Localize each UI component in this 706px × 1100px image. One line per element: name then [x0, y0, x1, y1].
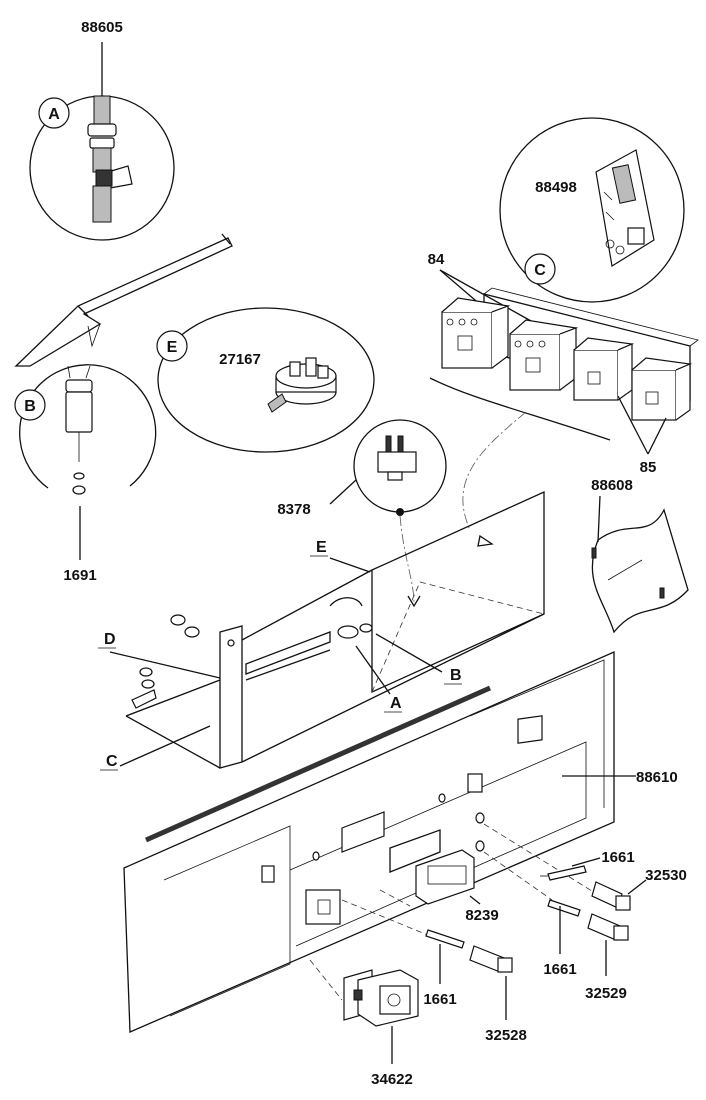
- callout-letter-d: D: [104, 631, 116, 648]
- lens-32529: [587, 913, 629, 941]
- front-control-panel: [123, 651, 615, 1033]
- callout-letter-b: B: [450, 667, 462, 684]
- detail-letter-b: B: [24, 398, 36, 415]
- part-number-88610: 88610: [636, 769, 678, 786]
- capacitor-illustration: [65, 365, 93, 495]
- contactor-84-b: [509, 319, 579, 391]
- lamp-holder-right-upper: [540, 865, 587, 881]
- bent-rail: [14, 233, 233, 367]
- part-number-8239: 8239: [465, 907, 498, 924]
- callout-letter-c: C: [106, 753, 118, 770]
- rocker-switch: [343, 969, 419, 1027]
- detail-c-circle: C: [499, 117, 685, 303]
- lens-32528: [469, 945, 513, 973]
- contactor-84-a: [441, 297, 511, 369]
- part-number-1691: 1691: [63, 567, 96, 584]
- nut-washer-top: [170, 614, 200, 638]
- part-number-85: 85: [640, 459, 657, 476]
- contactor-85-b: [631, 357, 693, 421]
- part-number-1661-right: 1661: [601, 849, 634, 866]
- lens-32530: [591, 881, 631, 911]
- part-number-32529: 32529: [585, 985, 627, 1002]
- gasket-strip: [144, 685, 492, 843]
- part-number-1661-right-lower: 1661: [543, 961, 576, 978]
- part-number-32528: 32528: [485, 1027, 527, 1044]
- callout-letter-a: A: [390, 695, 402, 712]
- part-number-84: 84: [428, 251, 445, 268]
- part-number-8378: 8378: [277, 501, 310, 518]
- connector-illustration: [377, 435, 417, 481]
- detail-letter-c: C: [534, 262, 546, 279]
- part-number-88498: 88498: [535, 179, 577, 196]
- circuit-board-illustration: [595, 149, 655, 267]
- flexible-panel: [591, 508, 689, 634]
- hose-fitting-illustration: [87, 95, 133, 223]
- lamp-holder-center: [425, 929, 465, 949]
- part-number-34622: 34622: [371, 1071, 413, 1088]
- contactor-85-a: [573, 337, 635, 401]
- lamp-holder-right-lower: [547, 899, 581, 917]
- callout-letter-e: E: [316, 539, 327, 556]
- part-number-32530: 32530: [645, 867, 687, 884]
- pressure-switch-illustration: [267, 357, 337, 413]
- detail-letter-a: A: [48, 106, 60, 123]
- nut-washer-left: [131, 667, 157, 709]
- detail-8378-circle: [329, 419, 447, 608]
- detail-a-circle: A: [29, 42, 175, 241]
- part-number-27167: 27167: [219, 351, 261, 368]
- part-number-88608: 88608: [591, 477, 633, 494]
- detail-letter-e: E: [167, 339, 178, 356]
- thermostat-display: [415, 849, 475, 905]
- bracket-assembly: [125, 490, 545, 769]
- part-number-88605: 88605: [81, 19, 123, 36]
- part-number-1661-center: 1661: [423, 991, 456, 1008]
- detail-e-circle: E: [156, 307, 375, 453]
- detail-b-circle: B: [14, 364, 157, 560]
